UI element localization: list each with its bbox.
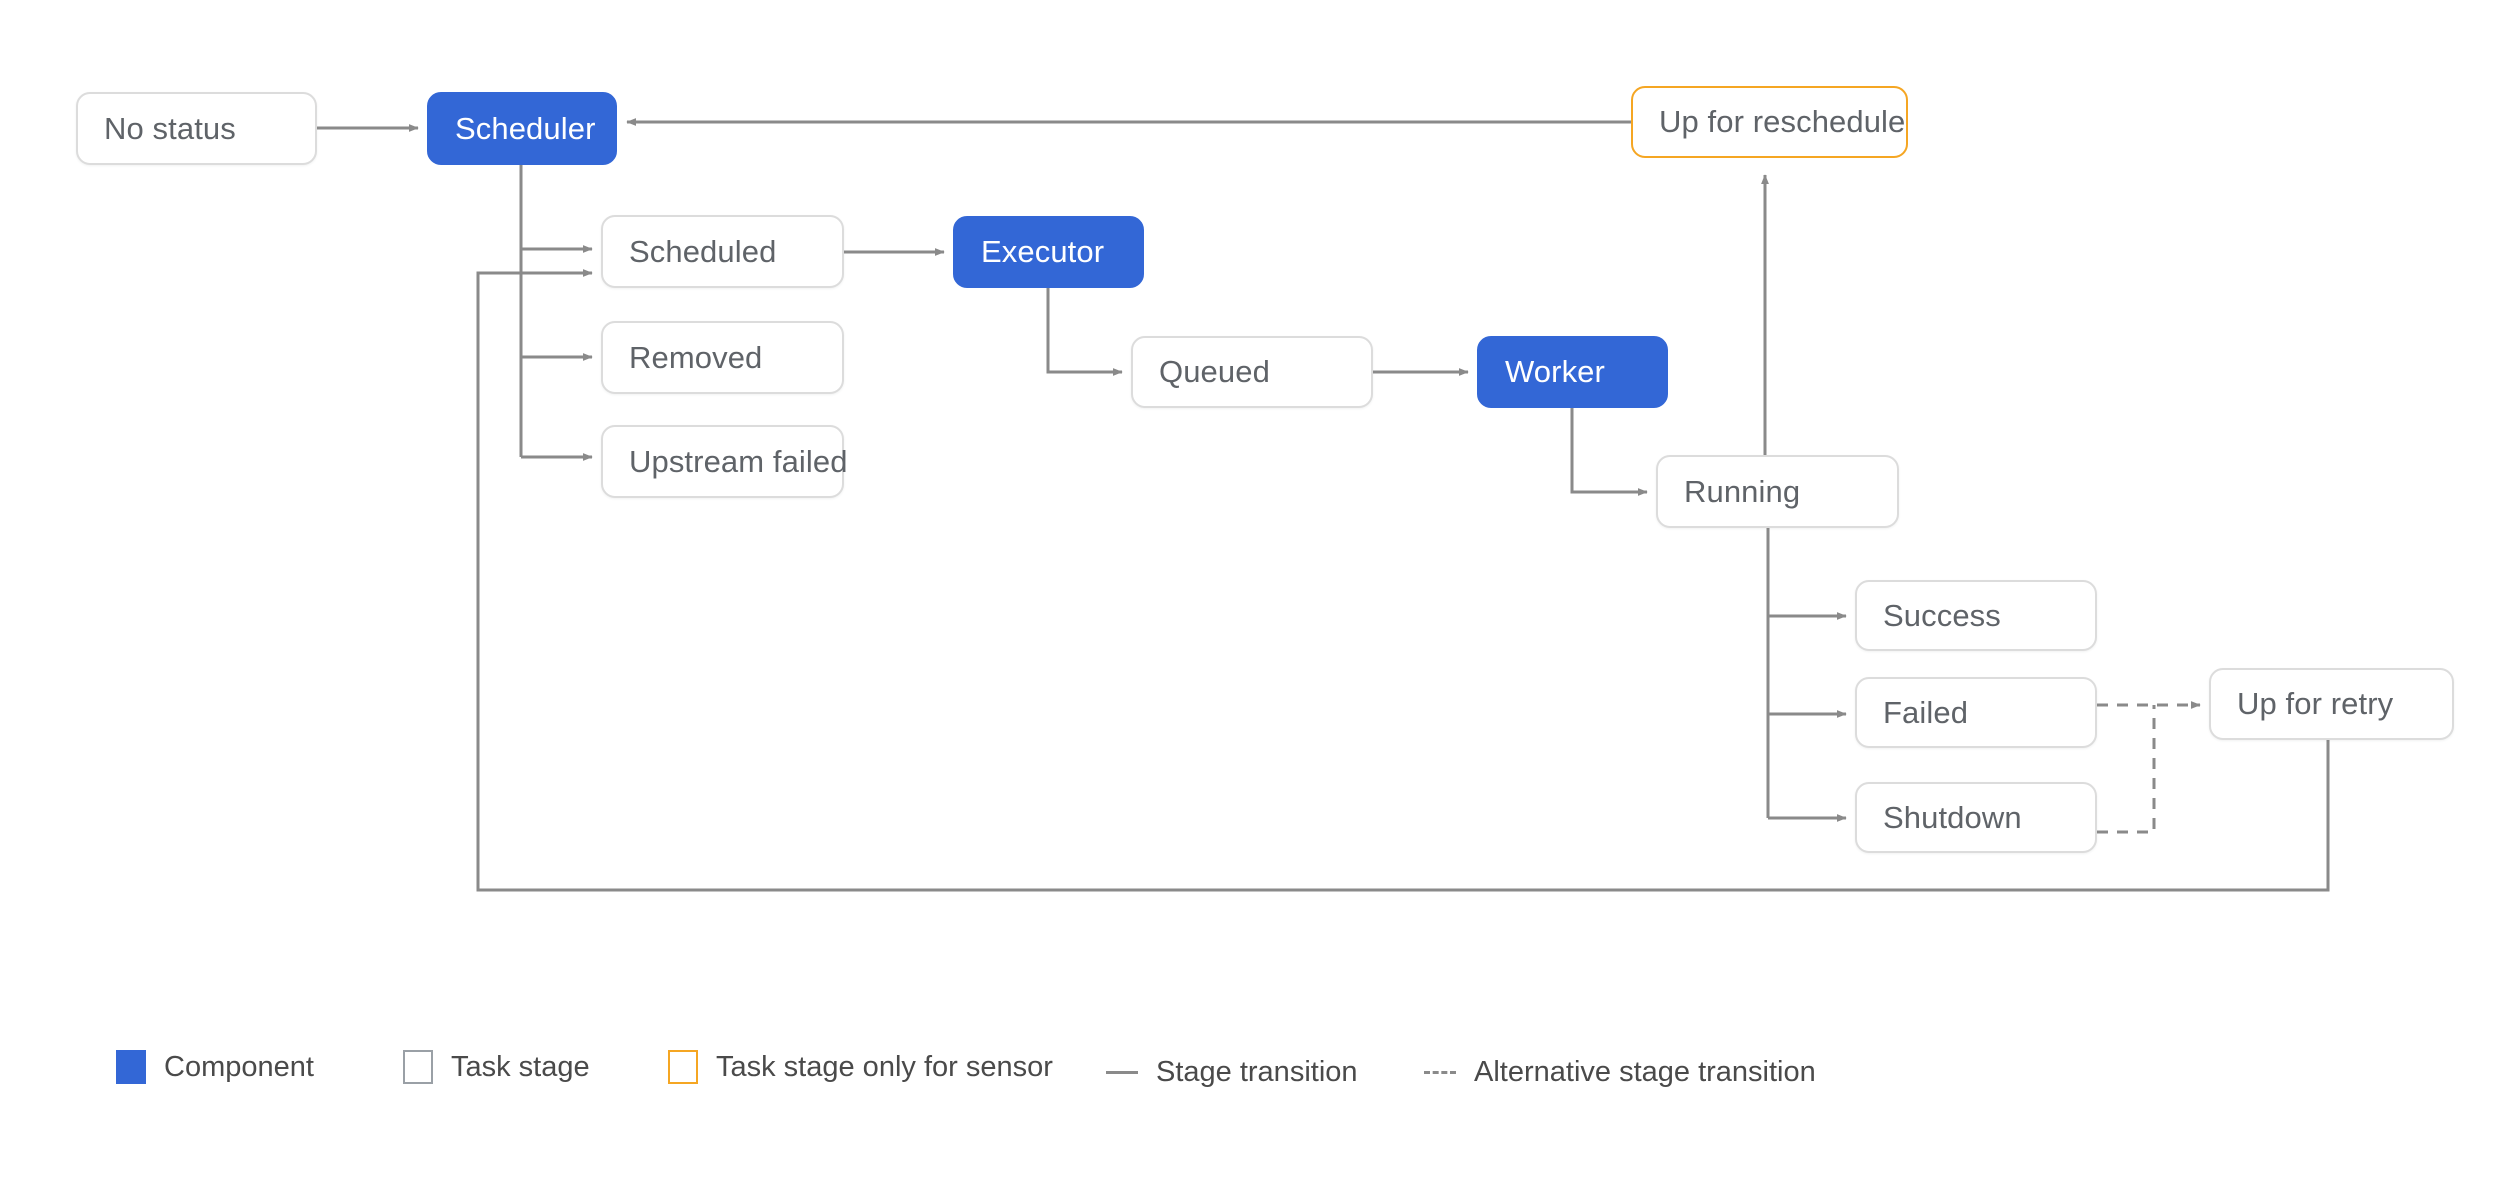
node-executor[interactable]: Executor [953, 216, 1144, 288]
legend-item-sensor-stage: Task stage only for sensor [668, 1050, 1053, 1084]
edge-executor-to-queued [1046, 288, 1123, 376]
legend-item-alt-transition: Alternative stage transition [1424, 1056, 1816, 1089]
node-label: No status [104, 110, 236, 146]
dashed-line-icon [1424, 1071, 1456, 1074]
node-queued[interactable]: Queued [1131, 336, 1373, 408]
legend-label: Task stage only for sensor [716, 1050, 1053, 1083]
node-label: Removed [629, 339, 763, 375]
node-upstream-failed[interactable]: Upstream failed [601, 425, 847, 498]
node-failed[interactable]: Failed [1855, 677, 2097, 748]
legend-item-component: Component [116, 1050, 314, 1084]
edge-shutdown-to-up-for-retry [2097, 705, 2156, 834]
node-up-for-retry[interactable]: Up for retry [2209, 668, 2454, 740]
node-label: Up for retry [2237, 686, 2394, 721]
node-up-for-reschedule[interactable]: Up for reschedule [1631, 86, 1908, 158]
node-label: Worker [1505, 354, 1605, 389]
legend: Component Task stage Task stage only for… [0, 1020, 2510, 1140]
legend-label: Alternative stage transition [1474, 1056, 1816, 1088]
node-label: Success [1883, 597, 2001, 633]
edge-worker-to-running [1570, 408, 1648, 496]
node-shutdown[interactable]: Shutdown [1855, 782, 2097, 853]
node-label: Up for reschedule [1659, 104, 1906, 139]
node-scheduler[interactable]: Scheduler [427, 92, 617, 165]
solid-line-icon [1106, 1071, 1138, 1074]
sensor-stage-swatch-icon [668, 1050, 698, 1084]
legend-label: Stage transition [1156, 1056, 1358, 1088]
node-label: Running [1684, 473, 1801, 509]
node-label: Scheduled [629, 233, 777, 269]
legend-label: Component [164, 1050, 314, 1083]
node-removed[interactable]: Removed [601, 321, 844, 394]
node-running[interactable]: Running [1656, 455, 1899, 528]
node-label: Shutdown [1883, 799, 2022, 835]
node-label: Executor [981, 234, 1105, 269]
node-label: Upstream failed [629, 443, 848, 479]
node-worker[interactable]: Worker [1477, 336, 1668, 408]
node-label: Scheduler [455, 110, 596, 146]
component-swatch-icon [116, 1050, 146, 1084]
legend-item-stage-transition: Stage transition [1106, 1056, 1358, 1089]
node-no-status[interactable]: No status [76, 92, 317, 165]
node-label: Failed [1883, 694, 1969, 730]
legend-item-task-stage: Task stage [403, 1050, 590, 1084]
legend-label: Task stage [451, 1050, 590, 1083]
node-label: Queued [1159, 354, 1270, 389]
node-scheduled[interactable]: Scheduled [601, 215, 844, 288]
task-stage-swatch-icon [403, 1050, 433, 1084]
node-success[interactable]: Success [1855, 580, 2097, 651]
